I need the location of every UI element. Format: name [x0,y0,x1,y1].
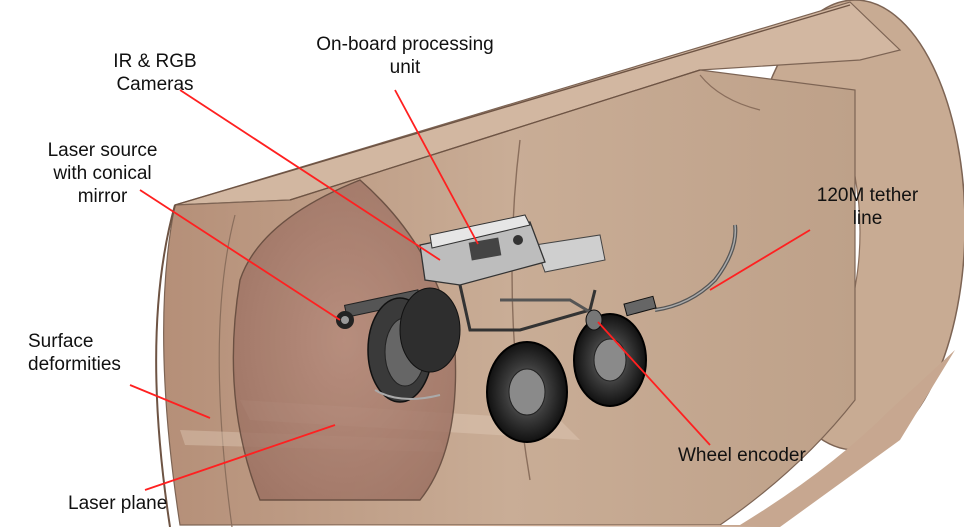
label-laser-source: Laser source with conical mirror [47,140,158,207]
leader-laser-source [139,189,341,321]
label-surface-deformities: Surface deformities [28,331,121,375]
label-tether-line: 120M tether line [816,185,919,229]
leader-ir-rgb [179,89,441,261]
label-laser-plane: Laser plane [68,493,168,514]
leader-tether [709,229,811,291]
label-ir-rgb-cameras: IR & RGB Cameras [113,51,197,95]
laser-plane-disc [232,179,457,501]
wheel-front-right [573,313,647,407]
wheel-front-left [486,341,568,443]
leader-processing [394,89,479,245]
leader-lines [129,89,811,491]
leader-wheel-encoder [597,321,711,446]
label-wheel-encoder: Wheel encoder [678,445,806,466]
inspection-robot [336,214,738,443]
laser-source-assembly [336,287,461,403]
wheel-encoder-part [585,295,657,331]
leader-surface [129,384,211,419]
leader-laser-plane [144,424,336,491]
label-processing-unit: On-board processing unit [316,34,494,78]
